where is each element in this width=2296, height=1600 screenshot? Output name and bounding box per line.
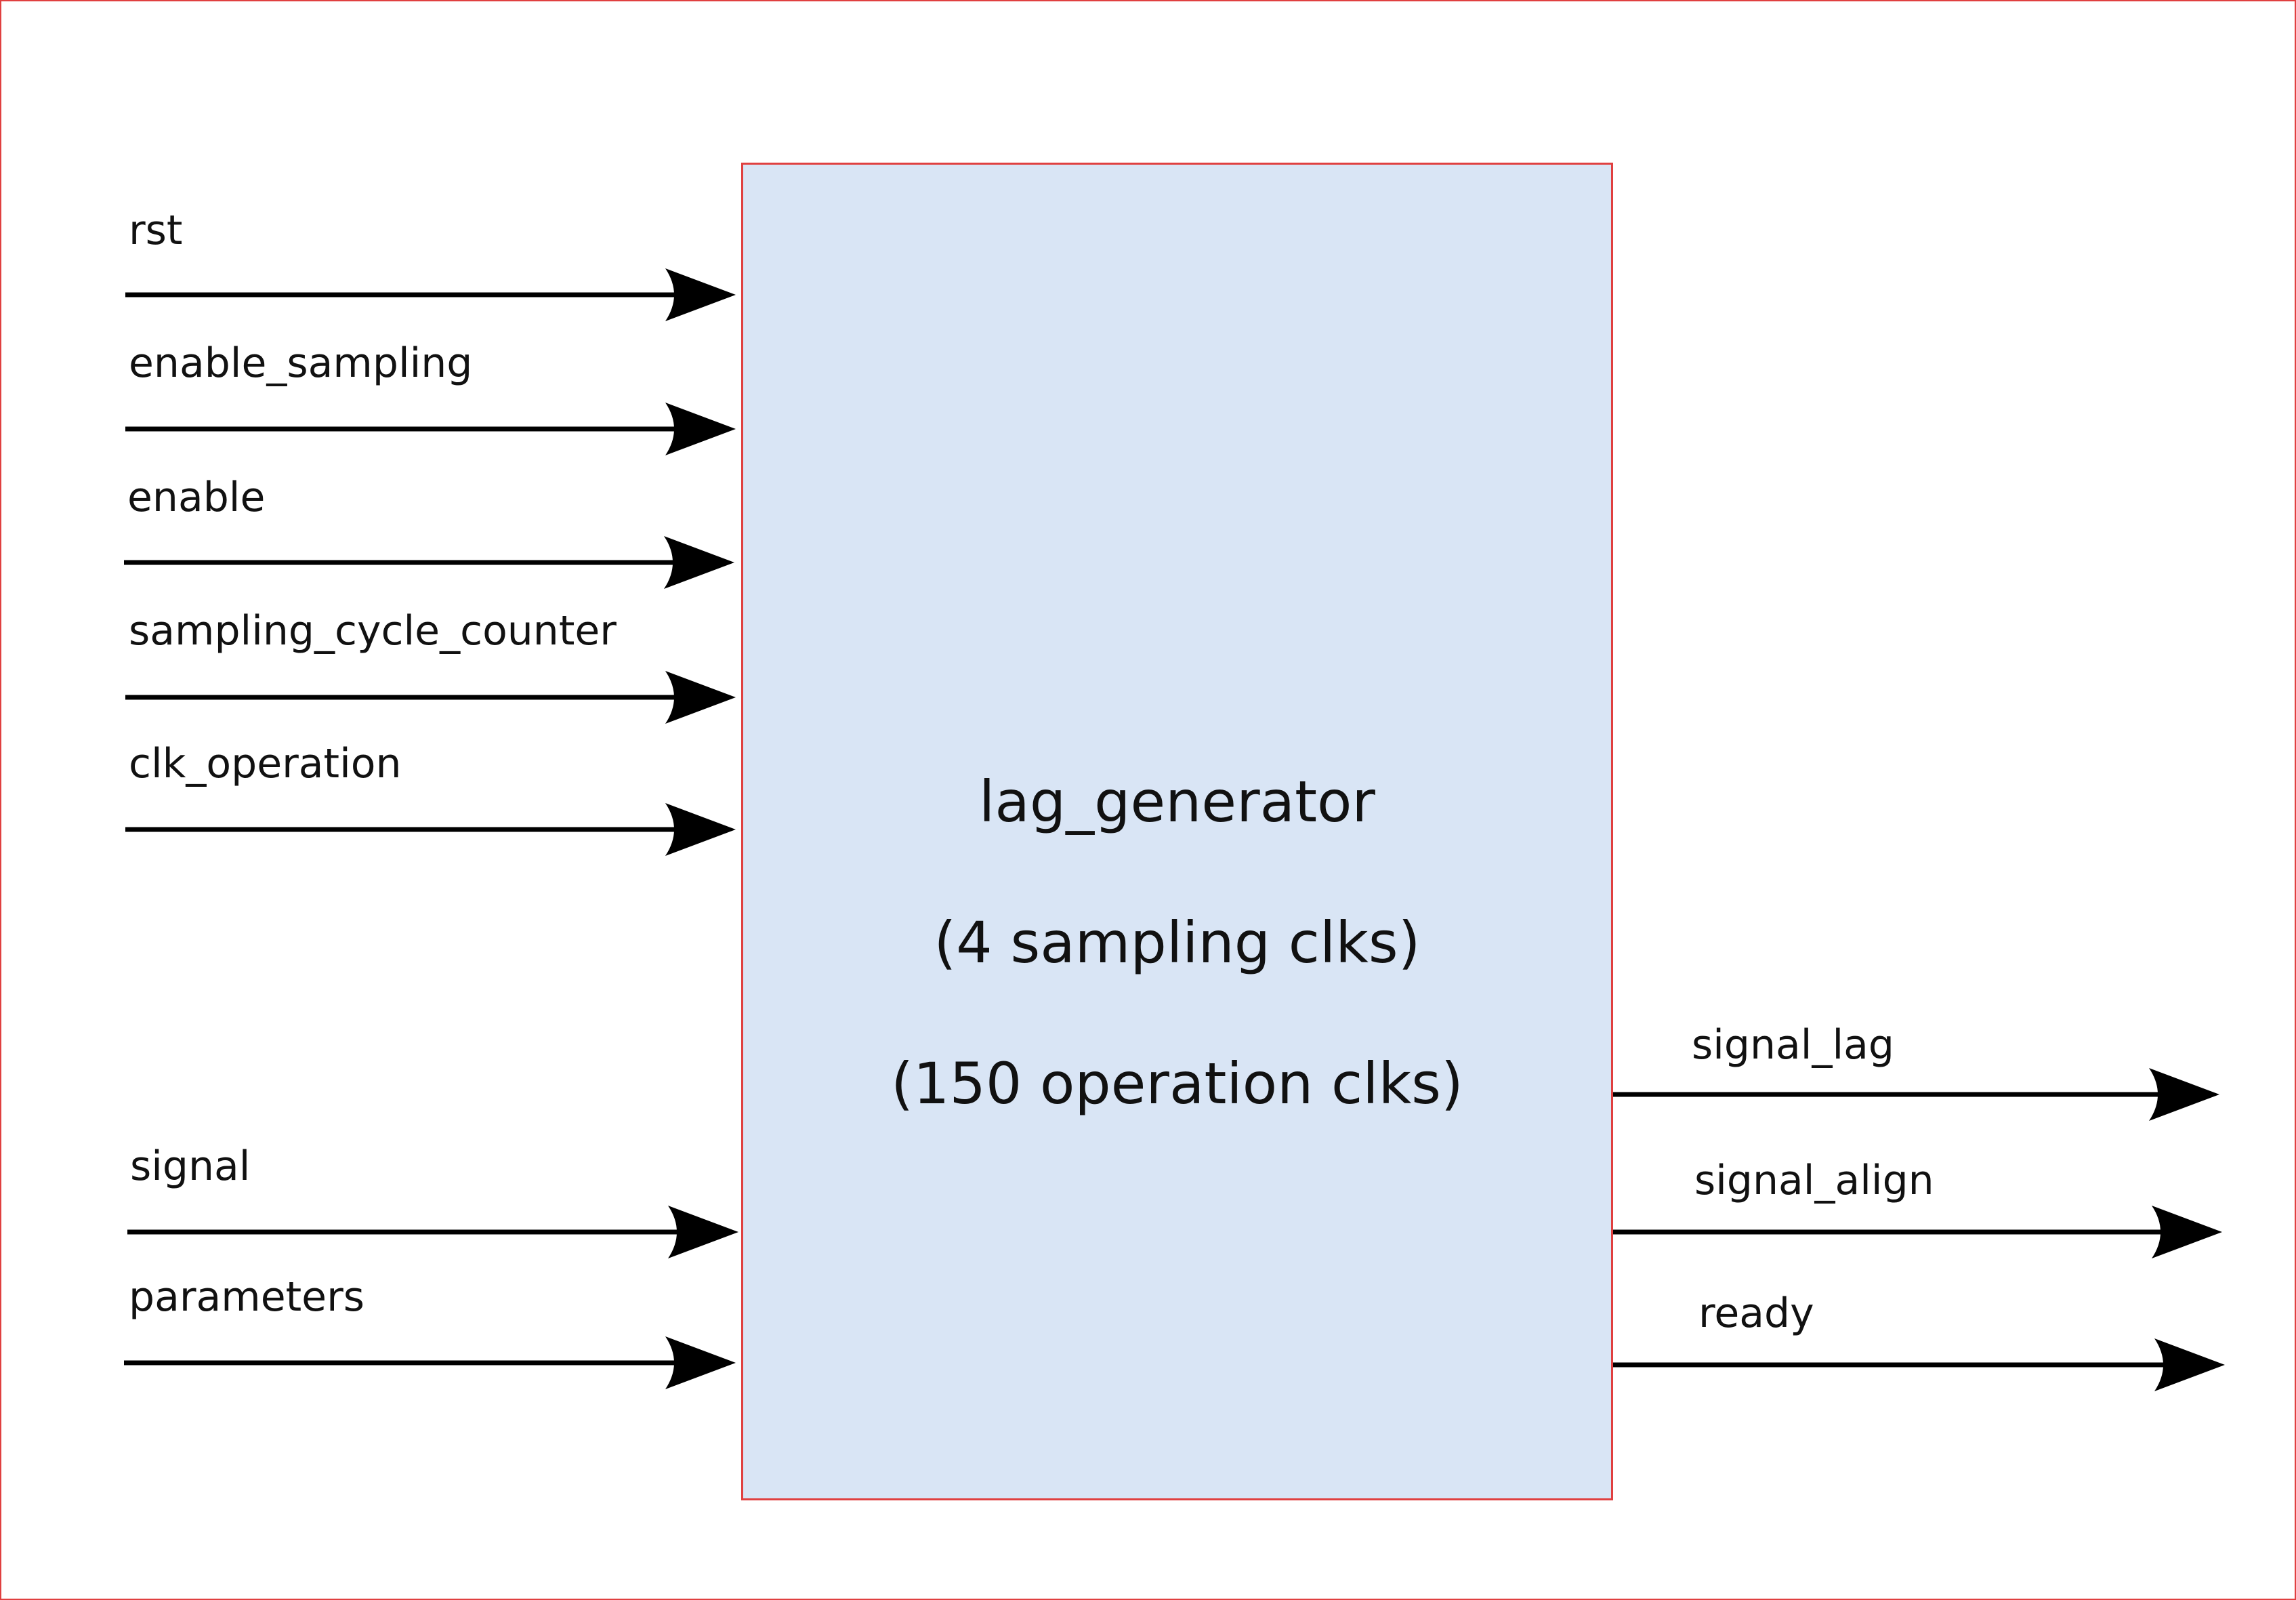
input-arrow-rst bbox=[125, 268, 736, 321]
input-label-parameters: parameters bbox=[129, 1273, 365, 1321]
input-arrow-sampling-cycle-counter bbox=[125, 671, 736, 724]
output-arrow-ready bbox=[1612, 1338, 2225, 1391]
input-arrow-signal bbox=[127, 1206, 738, 1258]
input-arrow-enable-sampling bbox=[125, 403, 736, 455]
output-arrow-signal-align bbox=[1610, 1206, 2222, 1258]
input-arrow-parameters bbox=[124, 1336, 736, 1389]
input-label-signal: signal bbox=[130, 1143, 251, 1190]
block-operation-clks: (150 operation clks) bbox=[891, 1050, 1463, 1117]
input-label-clk-operation: clk_operation bbox=[129, 740, 402, 787]
output-arrow-signal-lag bbox=[1606, 1068, 2219, 1121]
input-label-enable-sampling: enable_sampling bbox=[129, 340, 473, 387]
input-arrow-enable bbox=[124, 536, 734, 589]
block-title: lag_generator bbox=[979, 768, 1375, 835]
lag-generator-block: lag_generator (4 sampling clks) (150 ope… bbox=[741, 163, 1613, 1500]
input-label-rst: rst bbox=[129, 207, 183, 254]
output-label-signal-align: signal_align bbox=[1694, 1157, 1934, 1204]
block-sampling-clks: (4 sampling clks) bbox=[934, 909, 1421, 976]
input-arrow-clk-operation bbox=[125, 803, 736, 856]
input-label-sampling-cycle-counter: sampling_cycle_counter bbox=[129, 607, 617, 655]
output-label-ready: ready bbox=[1698, 1290, 1814, 1337]
output-label-signal-lag: signal_lag bbox=[1692, 1021, 1895, 1069]
input-label-enable: enable bbox=[127, 474, 266, 521]
